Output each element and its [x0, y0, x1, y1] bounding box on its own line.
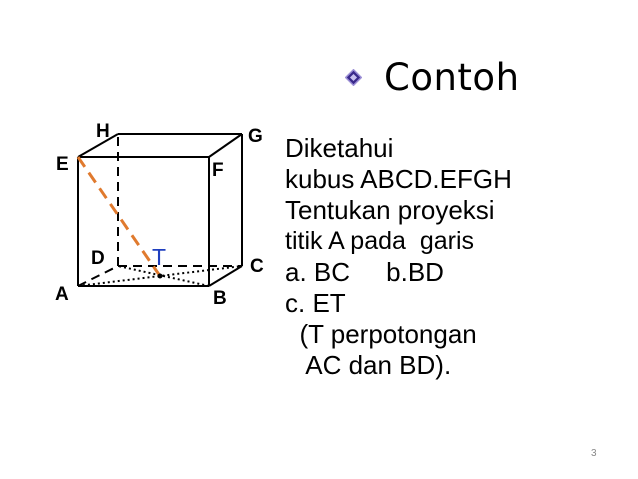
- edge-EH: [77, 133, 119, 158]
- problem-text: Diketahui kubus ABCD.EFGH Tentukan proye…: [285, 133, 512, 381]
- label-T: T: [152, 244, 166, 270]
- page-number: 3: [591, 448, 597, 459]
- diamond-bullet-icon: [345, 69, 362, 86]
- text-line: Diketahui: [285, 133, 394, 163]
- text-line: c. ET: [285, 288, 346, 318]
- label-G: G: [248, 126, 263, 147]
- line-ET: [76, 156, 162, 277]
- point-T: [157, 273, 163, 279]
- edge-FG: [208, 133, 243, 158]
- label-C: C: [250, 256, 264, 277]
- label-D: D: [91, 248, 105, 269]
- label-F: F: [212, 160, 224, 181]
- text-line: a. BC b.BD: [285, 257, 444, 287]
- label-E: E: [56, 154, 69, 175]
- label-A: A: [55, 284, 69, 305]
- heading-title: Contoh: [384, 56, 520, 99]
- text-line: titik A pada garis: [285, 227, 475, 255]
- text-line: Tentukan proyeksi: [285, 195, 495, 225]
- label-H: H: [96, 121, 110, 142]
- text-line: (T perpotongan: [285, 319, 477, 349]
- cube-diagram: H G E F D T C A B: [55, 121, 264, 309]
- edge-BC: [208, 265, 243, 287]
- text-line: AC dan BD).: [285, 350, 452, 380]
- label-B: B: [213, 288, 227, 309]
- slide-heading: Contoh: [345, 56, 520, 99]
- text-line: kubus ABCD.EFGH: [285, 164, 512, 194]
- edge-AD: [77, 265, 119, 287]
- diagonal-BD: [117, 265, 210, 287]
